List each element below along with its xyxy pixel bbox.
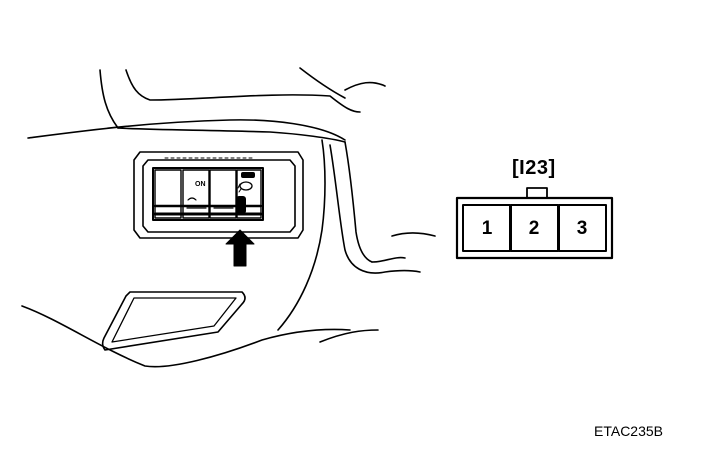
connector-cavity-3 [558,204,607,252]
connector-pin-1: 1 [481,218,493,239]
switch-panel [152,167,264,221]
lower-trim-panel [101,291,246,351]
connector-diagram [455,187,614,260]
connector-latch [526,187,548,199]
connector-pin-3: 3 [576,218,588,239]
switch-bezel [133,151,304,239]
rocker-switch-1 [154,169,182,219]
center-console-outline [21,139,436,368]
up-arrow-icon [225,229,255,267]
rocker-switch-3 [209,169,237,219]
connector-pin-2: 2 [528,218,540,239]
switch-on-label: ON [195,181,206,188]
dashboard-upper-contours [27,67,386,143]
connector-id-label: [I23] [512,157,556,179]
connector-body [455,196,614,260]
figure-code: ETAC235B [594,423,663,439]
rocker-switch-2 [182,169,210,219]
fog-lamp-icon [239,181,253,191]
